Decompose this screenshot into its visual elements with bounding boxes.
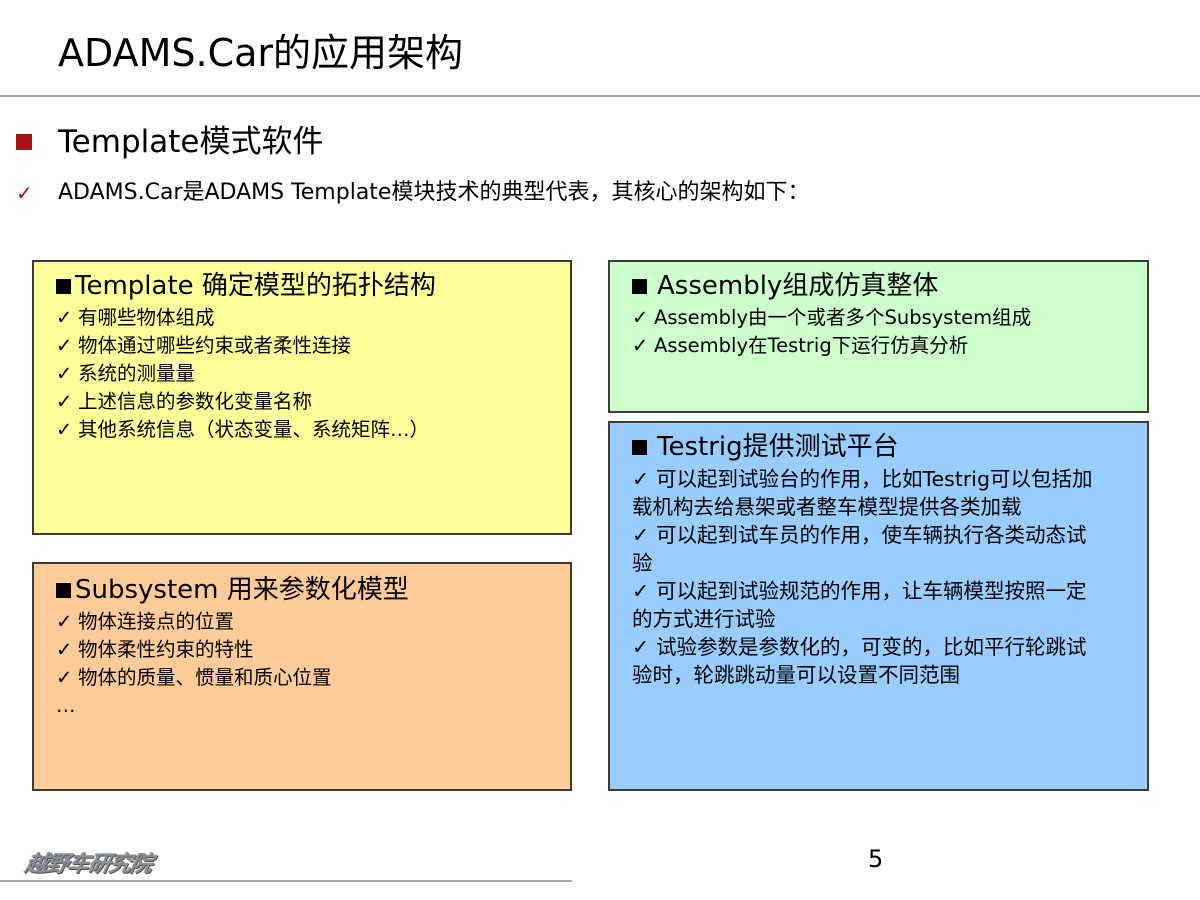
list-item-text: 系统的测量量 [78, 362, 196, 385]
sub-bullet-text: ADAMS.Car是ADAMS Template模块技术的典型代表，其核心的架构… [58, 180, 810, 205]
main-bullet-text: Template模式软件 [58, 124, 324, 160]
list-item: ✓可以起到试车员的作用，使车辆执行各类动态试验 [632, 521, 1101, 577]
checkmark-icon: ✓ [56, 390, 73, 413]
square-bullet-icon [632, 278, 647, 294]
list-item-text: 可以起到试验台的作用，比如Testrig可以包括加载机构去给悬架或者整车模型提供… [632, 467, 1093, 519]
list-item-text: 其他系统信息（状态变量、系统矩阵…） [78, 418, 430, 441]
square-bullet-icon [56, 582, 71, 598]
checkmark-icon: ✓ [56, 610, 73, 633]
list-ellipsis: … [56, 694, 76, 717]
list-item: ✓物体通过哪些约束或者柔性连接 [56, 332, 560, 360]
testrig-heading-text: Testrig提供测试平台 [657, 432, 899, 462]
list-item-text: 物体连接点的位置 [78, 610, 235, 633]
template-heading: Template 确定模型的拓扑结构 [56, 268, 560, 304]
checkmark-icon: ✓ [56, 334, 73, 357]
list-item-text: 可以起到试车员的作用，使车辆执行各类动态试验 [632, 523, 1087, 575]
template-heading-text: Template 确定模型的拓扑结构 [75, 271, 436, 301]
square-bullet-icon [632, 439, 647, 455]
checkmark-icon: ✓ [56, 418, 73, 441]
main-bullet: Template模式软件 [16, 122, 323, 162]
list-item-text: 可以起到试验规范的作用，让车辆模型按照一定的方式进行试验 [632, 579, 1087, 631]
list-item: ✓可以起到试验规范的作用，让车辆模型按照一定的方式进行试验 [632, 577, 1101, 633]
checkmark-icon: ✓ [16, 181, 33, 205]
list-item: ✓物体柔性约束的特性 [56, 636, 560, 664]
list-item-text: 物体柔性约束的特性 [78, 638, 254, 661]
list-item: ✓有哪些物体组成 [56, 304, 560, 332]
square-bullet-icon [56, 278, 71, 294]
checkmark-icon: ✓ [56, 666, 73, 689]
subsystem-box: Subsystem 用来参数化模型 ✓物体连接点的位置 ✓物体柔性约束的特性 ✓… [32, 562, 572, 791]
assembly-heading: Assembly组成仿真整体 [632, 268, 1137, 304]
checkmark-icon: ✓ [56, 306, 73, 329]
list-item-text: 上述信息的参数化变量名称 [78, 390, 313, 413]
footer-divider [0, 880, 572, 882]
slide-title: ADAMS.Car的应用架构 [58, 31, 464, 75]
list-item-text: 物体的质量、惯量和质心位置 [78, 666, 332, 689]
title-divider [0, 95, 1200, 97]
list-item: ✓上述信息的参数化变量名称 [56, 388, 560, 416]
checkmark-icon: ✓ [56, 638, 73, 661]
sub-bullet: ✓ ADAMS.Car是ADAMS Template模块技术的典型代表，其核心的… [16, 178, 809, 208]
list-item: ✓Assembly由一个或者多个Subsystem组成 [632, 304, 1137, 332]
list-item: ✓试验参数是参数化的，可变的，比如平行轮跳试验时，轮跳跳动量可以设置不同范围 [632, 633, 1101, 689]
list-item: ✓可以起到试验台的作用，比如Testrig可以包括加载机构去给悬架或者整车模型提… [632, 465, 1101, 521]
testrig-box: Testrig提供测试平台 ✓可以起到试验台的作用，比如Testrig可以包括加… [608, 421, 1149, 791]
square-bullet-icon [16, 134, 32, 150]
list-item: ✓物体的质量、惯量和质心位置 [56, 664, 560, 692]
checkmark-icon: ✓ [632, 306, 649, 329]
testrig-heading: Testrig提供测试平台 [632, 429, 1101, 465]
checkmark-icon: ✓ [632, 635, 650, 659]
assembly-heading-text: Assembly组成仿真整体 [657, 271, 939, 301]
list-item-text: 物体通过哪些约束或者柔性连接 [78, 334, 352, 357]
list-item-text: 有哪些物体组成 [78, 306, 215, 329]
list-item-text: 试验参数是参数化的，可变的，比如平行轮跳试验时，轮跳跳动量可以设置不同范围 [632, 635, 1087, 687]
assembly-box: Assembly组成仿真整体 ✓Assembly由一个或者多个Subsystem… [608, 260, 1149, 413]
list-item: ✓物体连接点的位置 [56, 608, 560, 636]
subsystem-heading-text: Subsystem 用来参数化模型 [75, 575, 409, 605]
checkmark-icon: ✓ [632, 523, 650, 547]
institute-logo: 越野车研究院 [22, 852, 155, 877]
subsystem-heading: Subsystem 用来参数化模型 [56, 572, 560, 608]
list-item: ✓系统的测量量 [56, 360, 560, 388]
template-box: Template 确定模型的拓扑结构 ✓有哪些物体组成 ✓物体通过哪些约束或者柔… [32, 260, 572, 535]
checkmark-icon: ✓ [632, 579, 650, 603]
checkmark-icon: ✓ [56, 362, 73, 385]
page-number: 5 [868, 845, 884, 873]
list-item-text: Assembly在Testrig下运行仿真分析 [654, 334, 969, 357]
checkmark-icon: ✓ [632, 467, 650, 491]
list-item: ✓Assembly在Testrig下运行仿真分析 [632, 332, 1137, 360]
list-item-text: Assembly由一个或者多个Subsystem组成 [654, 306, 1032, 329]
checkmark-icon: ✓ [632, 334, 649, 357]
list-item: ✓其他系统信息（状态变量、系统矩阵…） [56, 416, 560, 444]
